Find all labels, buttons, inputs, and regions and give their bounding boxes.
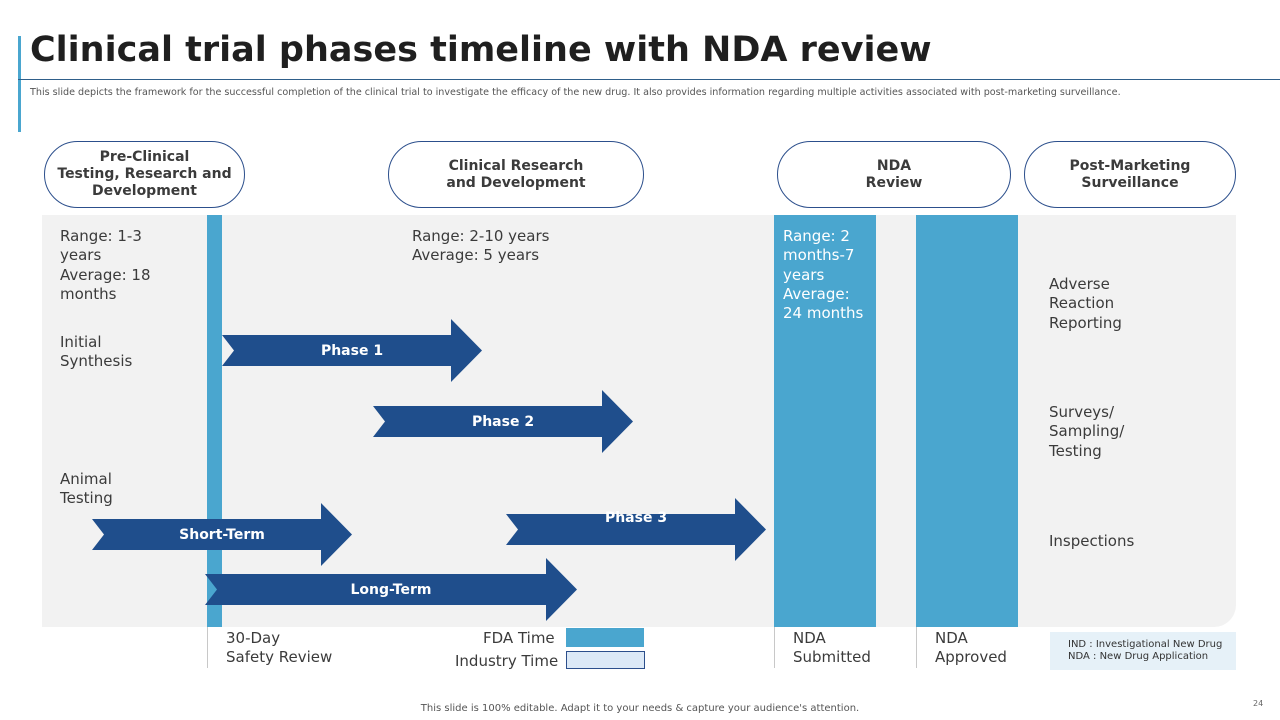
post-marketing-item: Inspections <box>1049 532 1135 550</box>
milestone-tick <box>207 627 208 668</box>
short-term-label: Short-Term <box>179 526 265 543</box>
abbreviations-box: IND : Investigational New Drug NDA : New… <box>1050 632 1236 670</box>
safety-review-milestone: 30-Day Safety Review <box>226 629 333 667</box>
initial-synthesis-text: Initial Synthesis <box>60 333 133 371</box>
milestone-tick <box>916 627 917 668</box>
milestone-tick <box>774 627 775 668</box>
stage-pill-nda-review: NDA Review <box>777 141 1011 208</box>
long-term-label: Long-Term <box>350 581 432 598</box>
short-term-arrow: Short-Term <box>92 503 352 566</box>
nda-approval-bar <box>916 215 1018 627</box>
legend-industry-time-swatch <box>566 651 645 669</box>
stage-pill-post-marketing: Post-Marketing Surveillance <box>1024 141 1236 208</box>
legend-industry-time-label: Industry Time <box>455 652 559 670</box>
title-accent-bar <box>18 36 21 132</box>
post-marketing-item: Surveys/ Sampling/ Testing <box>1049 403 1125 460</box>
phase-2-arrow: Phase 2 <box>373 390 633 453</box>
nda-review-bar <box>774 215 876 627</box>
nda-submitted-milestone: NDA Submitted <box>793 629 871 667</box>
stage-pill-clinical-research: Clinical Research and Development <box>388 141 644 208</box>
timeline-panel <box>42 215 1236 627</box>
legend-fda-time-swatch <box>566 628 644 647</box>
slide-footer: This slide is 100% editable. Adapt it to… <box>420 703 860 714</box>
stage-pill-preclinical: Pre-Clinical Testing, Research and Devel… <box>44 141 245 208</box>
nda-range-text: Range: 2 months-7 years Average: 24 mont… <box>783 227 864 323</box>
slide-title: Clinical trial phases timeline with NDA … <box>30 30 932 70</box>
animal-testing-text: Animal Testing <box>60 470 113 508</box>
phase-1-label: Phase 1 <box>320 342 384 359</box>
nda-approved-milestone: NDA Approved <box>935 629 1007 667</box>
page-number: 24 <box>1253 699 1264 708</box>
preclinical-range-text: Range: 1-3 years Average: 18 months <box>60 227 151 303</box>
phase-3-label: Phase 3 <box>604 509 668 526</box>
clinical-range-text: Range: 2-10 years Average: 5 years <box>412 227 550 265</box>
phase-2-label: Phase 2 <box>471 413 535 430</box>
phase-1-arrow: Phase 1 <box>222 319 482 382</box>
title-divider <box>18 79 1280 80</box>
long-term-arrow: Long-Term <box>205 558 577 621</box>
phase-3-arrow: Phase 3 <box>506 498 766 561</box>
legend-fda-time-label: FDA Time <box>483 629 555 647</box>
post-marketing-item: Adverse Reaction Reporting <box>1049 275 1122 332</box>
slide-subtitle: This slide depicts the framework for the… <box>30 87 1121 98</box>
